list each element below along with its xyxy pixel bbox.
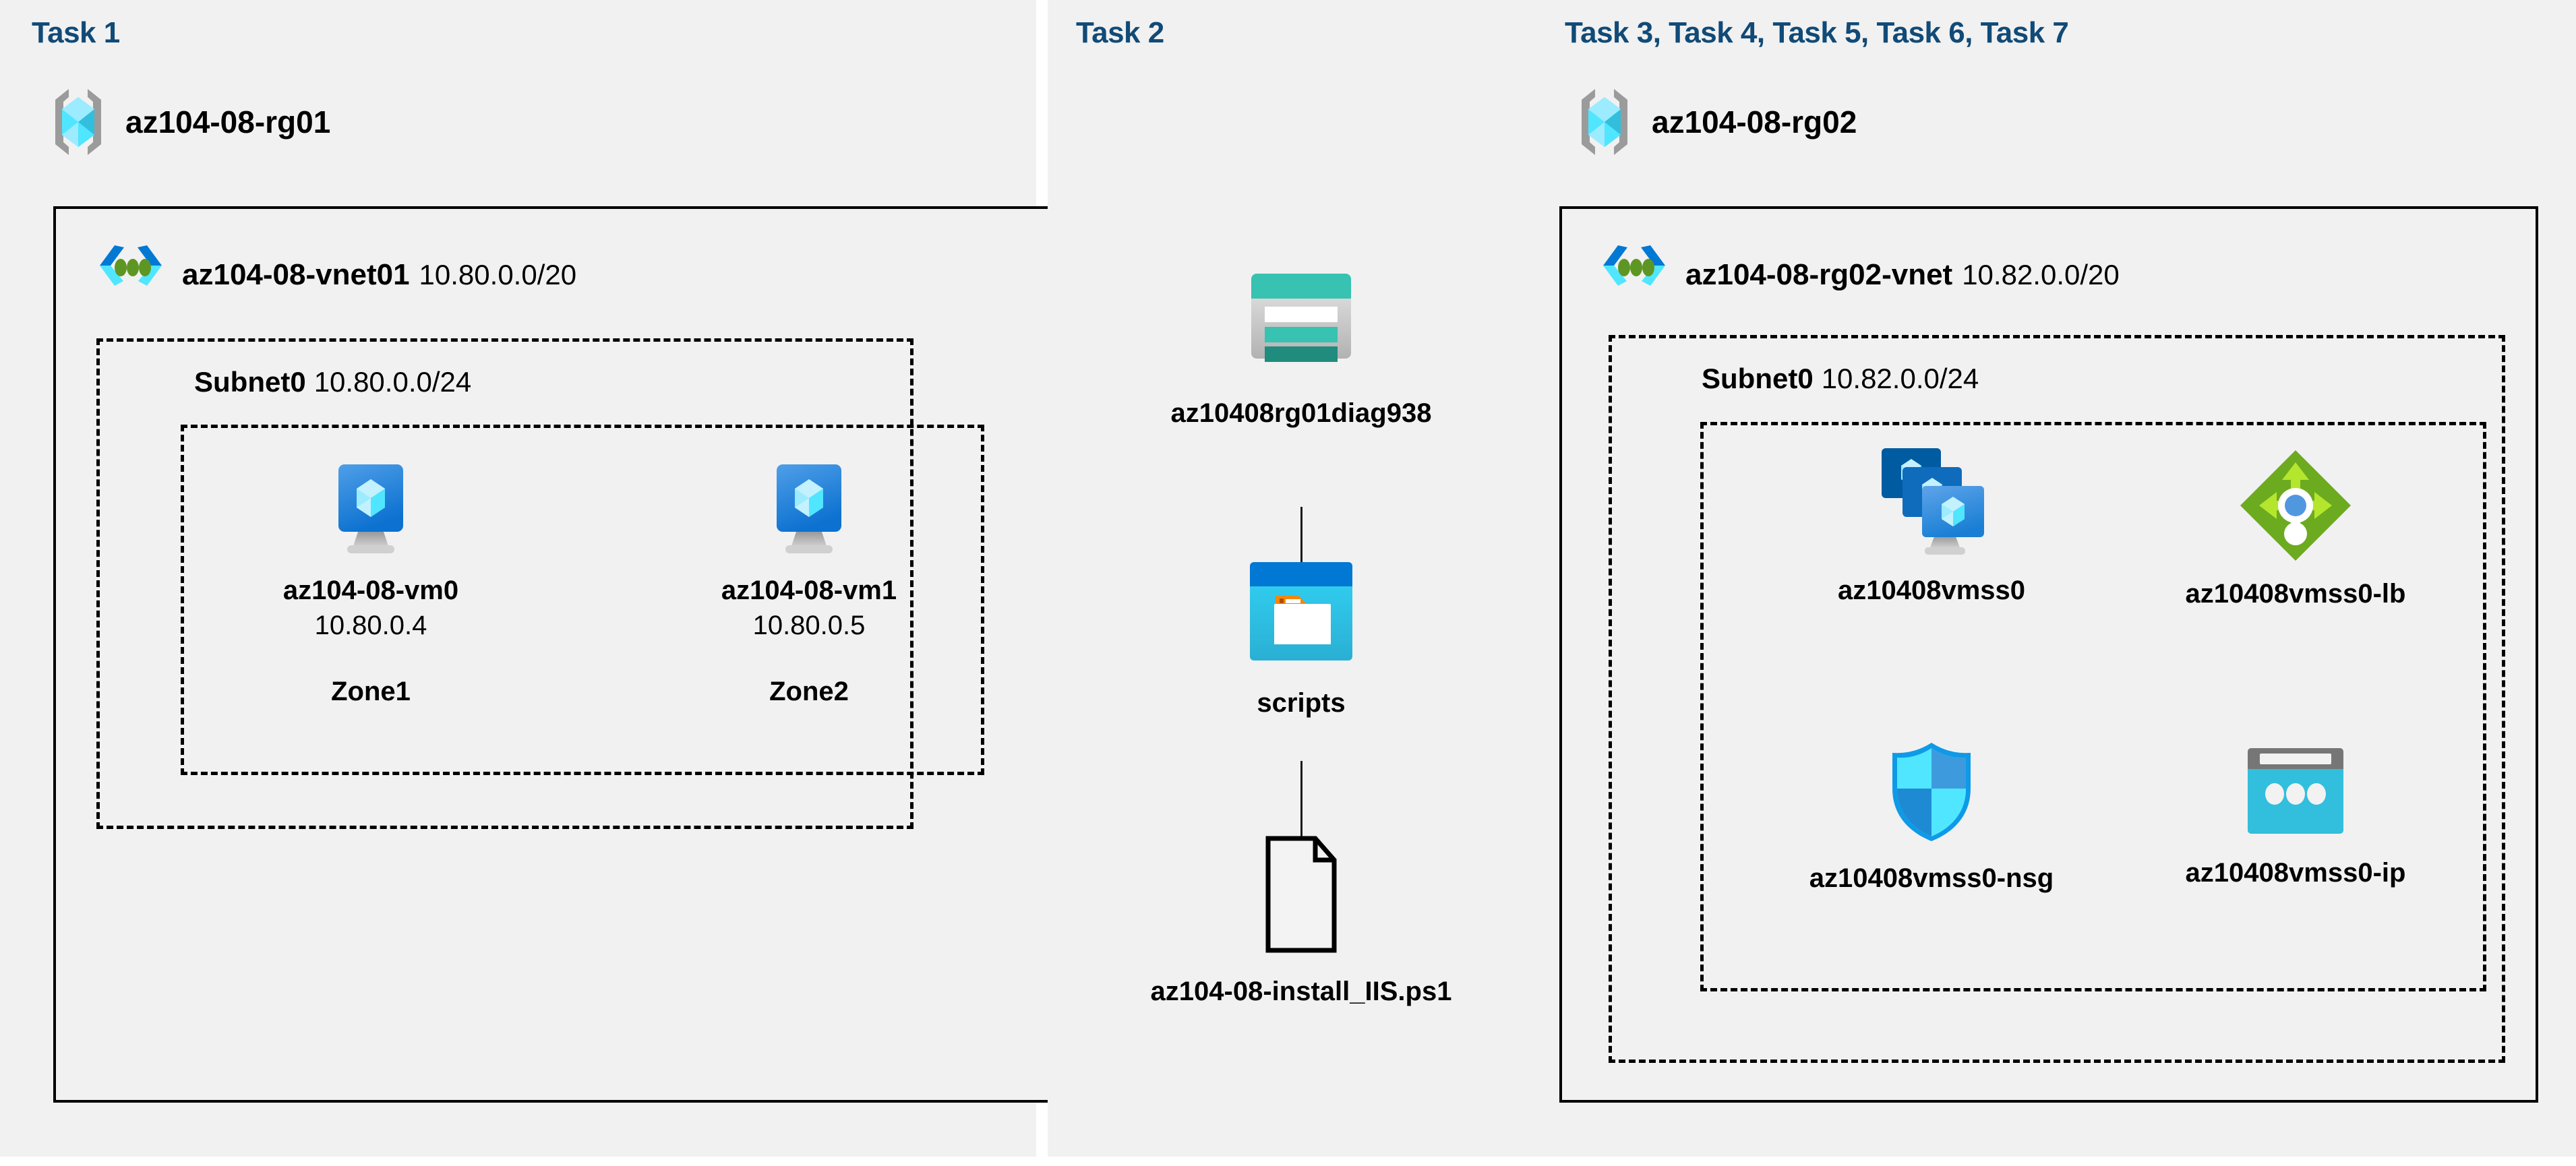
vnet-header-task3: az104-08-rg02-vnet 10.82.0.0/20 <box>1598 243 2120 307</box>
vnet-box-task3 <box>1559 206 2538 1103</box>
connector-container-to-file <box>1300 761 1302 836</box>
resource-group-label: az104-08-rg01 <box>125 104 331 140</box>
public-ip-node: az10408vmss0-ip <box>2120 743 2471 890</box>
public-ip-address-icon <box>2245 743 2346 841</box>
availability-zone-box-task1 <box>181 425 984 775</box>
subnet-box-task1 <box>96 338 913 829</box>
vm-scale-set-icon <box>1864 441 1999 563</box>
blob-container-node: scripts <box>1139 554 1463 720</box>
vnet-name-task1: az104-08-vnet01 <box>182 258 410 291</box>
file-icon <box>1257 834 1345 954</box>
subnet-box-task3 <box>1609 335 2505 1063</box>
network-security-group-icon <box>1884 739 1979 847</box>
vmss-label: az10408vmss0 <box>1837 576 2026 605</box>
resource-group-icon <box>49 85 108 159</box>
vm-name-az104-08-vm0: az104-08-vm0 <box>282 576 459 605</box>
vm-ip-az104-08-vm1: 10.80.0.5 <box>752 611 866 641</box>
vm-zone-az104-08-vm0: Zone1 <box>331 677 411 707</box>
vnet-header-task1: az104-08-vnet01 10.80.0.0/20 <box>94 243 576 307</box>
panel-title-task2: Task 2 <box>1076 16 1164 49</box>
public-ip-label: az10408vmss0-ip <box>2185 858 2406 888</box>
script-file-label: az104-08-install_IIS.ps1 <box>1150 977 1452 1006</box>
load-balancer-icon <box>2236 446 2355 565</box>
blob-container-label: scripts <box>1257 688 1346 718</box>
nsg-node: az10408vmss0-nsg <box>1743 739 2120 896</box>
storage-account-label: az10408rg01diag938 <box>1170 398 1432 428</box>
vm-node-az104-08-vm0: az104-08-vm0 10.80.0.4 Zone1 <box>260 455 482 707</box>
virtual-machine-icon <box>755 455 863 563</box>
connector-storage-to-container <box>1300 507 1302 582</box>
blob-container-icon <box>1243 554 1359 669</box>
vm-node-az104-08-vm1: az104-08-vm1 10.80.0.5 Zone2 <box>698 455 920 707</box>
resource-group-task1: az104-08-rg01 <box>49 85 330 159</box>
load-balancer-node: az10408vmss0-lb <box>2120 446 2471 611</box>
subnet-name-task1: Subnet0 <box>194 366 306 398</box>
virtual-machine-icon <box>317 455 425 563</box>
vm-ip-az104-08-vm0: 10.80.0.4 <box>314 611 427 641</box>
resource-group-task3: az104-08-rg02 <box>1575 85 1857 159</box>
resource-group-icon <box>1575 85 1634 159</box>
storage-account-icon <box>1240 260 1362 375</box>
resource-group-inner-box-task3 <box>1700 422 2486 991</box>
load-balancer-label: az10408vmss0-lb <box>2185 579 2406 609</box>
panel-title-task3: Task 3, Task 4, Task 5, Task 6, Task 7 <box>1565 16 2069 49</box>
subnet-cidr-task1: 10.80.0.0/24 <box>313 366 472 398</box>
nsg-label: az10408vmss0-nsg <box>1809 863 2054 893</box>
virtual-network-icon <box>1598 243 1671 307</box>
subnet-name-task3: Subnet0 <box>1702 363 1814 394</box>
storage-account-node: az10408rg01diag938 <box>1106 260 1497 431</box>
vmss-node: az10408vmss0 <box>1743 441 2120 608</box>
vnet-name-task3: az104-08-rg02-vnet <box>1685 258 1953 291</box>
vm-name-az104-08-vm1: az104-08-vm1 <box>721 576 897 605</box>
panel-title-task1: Task 1 <box>32 16 120 49</box>
subnet-cidr-task3: 10.82.0.0/24 <box>1821 363 1979 394</box>
script-file-node: az104-08-install_IIS.ps1 <box>1085 834 1517 1009</box>
vm-zone-az104-08-vm1: Zone2 <box>769 677 849 707</box>
virtual-network-icon <box>94 243 167 307</box>
vnet-cidr-task1: 10.80.0.0/20 <box>419 259 577 290</box>
resource-group-label: az104-08-rg02 <box>1652 104 1857 140</box>
vnet-cidr-task3: 10.82.0.0/20 <box>1962 259 2120 290</box>
